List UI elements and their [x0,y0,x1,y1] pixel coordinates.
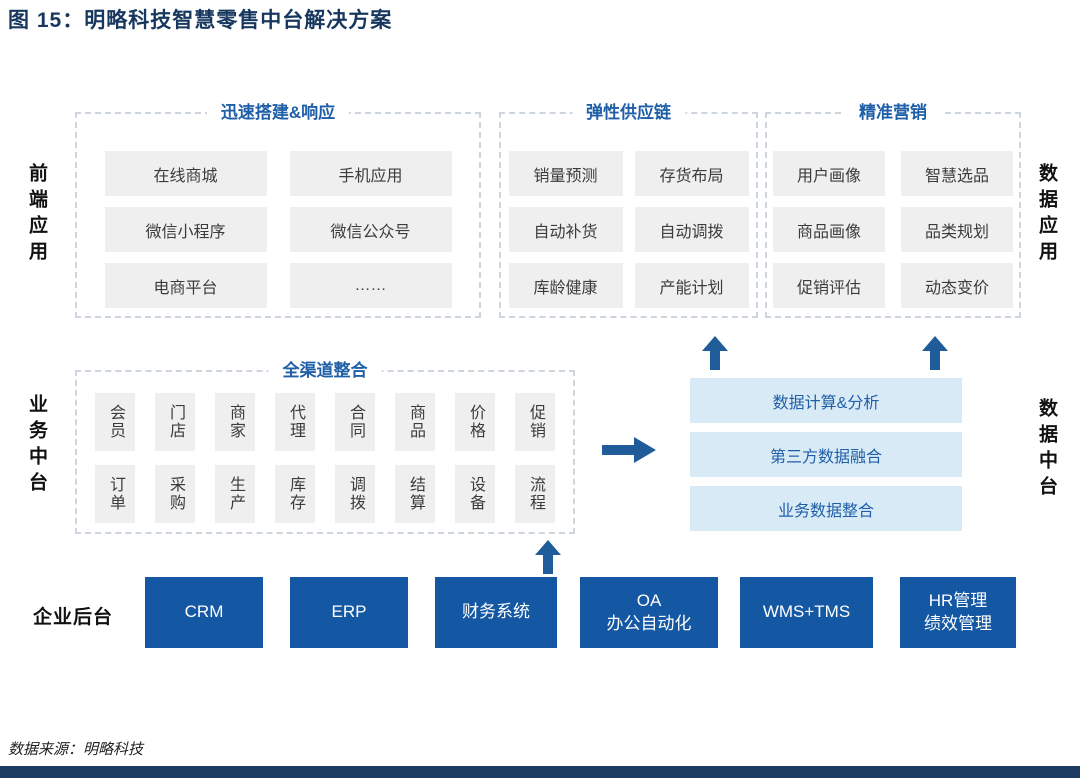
supply-item: 自动补货 [508,207,623,252]
app-item-ellipsis: …… [289,263,452,308]
backend-system-label: CRM [184,602,224,622]
group-rapid-build: 迅速搭建&响应 在线商城 手机应用 微信小程序 微信公众号 电商平台 …… [75,100,481,318]
omni-item: 合同 [335,393,375,451]
data-platform-box-business: 业务数据整合 [690,486,962,531]
backend-system-erp: ERP [290,577,408,648]
marketing-item: 促销评估 [773,263,885,308]
backend-system-hr: HR管理 绩效管理 [900,577,1016,648]
arrow-right-icon [602,437,656,463]
omni-item: 促销 [515,393,555,451]
arrow-up-icon [702,336,728,370]
omni-item: 商品 [395,393,435,451]
data-platform-box-analysis: 数据计算&分析 [690,378,962,423]
side-label-enterprise-backend: 企业后台 [33,607,114,628]
group-omni-channel: 全渠道整合 会员 门店 商家 代理 合同 商品 价格 促销 订单 采购 生产 库… [75,358,575,534]
backend-system-crm: CRM [145,577,263,648]
group-precision-marketing-title: 精准营销 [845,100,941,126]
side-label-data-middle-platform: 数据中台 [1036,398,1057,502]
omni-item: 流程 [515,465,555,523]
omni-item: 订单 [95,465,135,523]
group-omni-channel-title: 全渠道整合 [268,358,382,384]
omni-item: 商家 [215,393,255,451]
marketing-item: 品类规划 [901,207,1013,252]
backend-system-label: 财务系统 [462,602,530,622]
omni-item: 库存 [275,465,315,523]
omni-item: 采购 [155,465,195,523]
marketing-item: 商品画像 [773,207,885,252]
bottom-bar [0,766,1080,778]
data-source-note: 数据来源：明略科技 [8,741,144,758]
backend-system-finance: 财务系统 [435,577,557,648]
figure-title: 图 15：明略科技智慧零售中台解决方案 [8,9,393,32]
backend-system-wms-tms: WMS+TMS [740,577,873,648]
backend-system-label: WMS+TMS [762,602,851,622]
backend-system-label: 办公自动化 [606,613,692,633]
group-supply-chain: 弹性供应链 销量预测 存货布局 自动补货 自动调拨 库龄健康 产能计划 [499,100,758,318]
arrow-up-icon [922,336,948,370]
omni-item: 结算 [395,465,435,523]
group-precision-marketing: 精准营销 用户画像 智慧选品 商品画像 品类规划 促销评估 动态变价 [765,100,1021,318]
app-item: 在线商城 [104,151,267,196]
app-item: 微信公众号 [289,207,452,252]
side-label-front-end-apps: 前端应用 [26,163,47,267]
app-item: 手机应用 [289,151,452,196]
app-item: 电商平台 [104,263,267,308]
omni-item: 调拨 [335,465,375,523]
backend-system-oa: OA 办公自动化 [580,577,718,648]
supply-item: 存货布局 [634,151,749,196]
group-rapid-build-items: 在线商城 手机应用 微信小程序 微信公众号 电商平台 …… [77,114,479,308]
omni-item: 门店 [155,393,195,451]
supply-item: 自动调拨 [634,207,749,252]
group-supply-chain-items: 销量预测 存货布局 自动补货 自动调拨 库龄健康 产能计划 [501,114,756,308]
group-precision-marketing-items: 用户画像 智慧选品 商品画像 品类规划 促销评估 动态变价 [767,114,1019,308]
supply-item: 产能计划 [634,263,749,308]
marketing-item: 用户画像 [773,151,885,196]
supply-item: 销量预测 [508,151,623,196]
omni-item: 生产 [215,465,255,523]
marketing-item: 动态变价 [901,263,1013,308]
supply-item: 库龄健康 [508,263,623,308]
backend-system-label: ERP [331,602,367,622]
group-rapid-build-title: 迅速搭建&响应 [206,100,350,126]
backend-system-label: HR管理 [928,590,988,610]
data-platform-box-thirdparty: 第三方数据融合 [690,432,962,477]
omni-item: 代理 [275,393,315,451]
side-label-business-middle-platform: 业务中台 [26,394,47,498]
backend-system-label: OA [636,590,662,610]
arrow-up-icon [535,540,561,574]
omni-item: 设备 [455,465,495,523]
group-supply-chain-title: 弹性供应链 [572,100,685,126]
app-item: 微信小程序 [104,207,267,252]
omni-item: 价格 [455,393,495,451]
marketing-item: 智慧选品 [901,151,1013,196]
omni-item: 会员 [95,393,135,451]
group-omni-channel-items: 会员 门店 商家 代理 合同 商品 价格 促销 订单 采购 生产 库存 调拨 结… [77,372,573,523]
side-label-data-apps: 数据应用 [1036,163,1057,267]
backend-system-label: 绩效管理 [924,613,992,633]
